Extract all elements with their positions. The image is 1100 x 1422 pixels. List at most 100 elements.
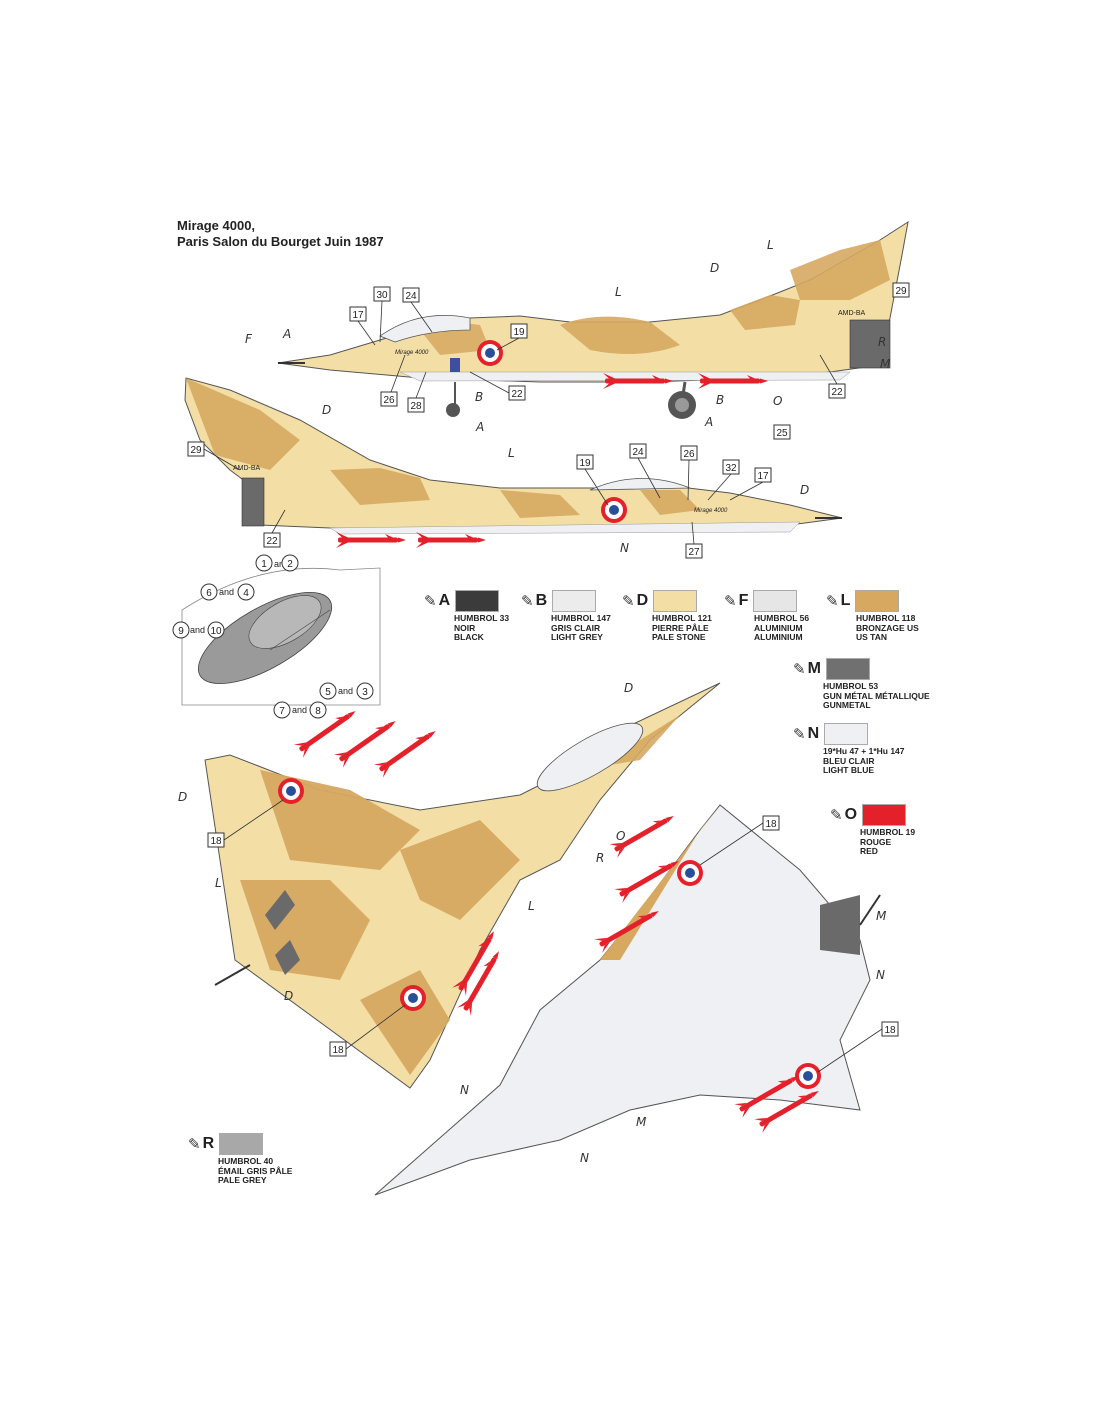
- swatch-box-F: [753, 590, 798, 612]
- callout-numbers: 30 24 17 19 29 26 28 22 22 25 29 24 19 2…: [172, 282, 910, 1057]
- swatch-box-D: [653, 590, 698, 612]
- callout-32: 32: [725, 463, 737, 474]
- callout-10: 10: [210, 626, 222, 637]
- callout-22-a: 22: [511, 389, 523, 400]
- swatch-box-M: [825, 658, 870, 680]
- paint-markers: F A L D L R M B A B A O D L D N D D L L …: [178, 238, 891, 1165]
- title-line-2: Paris Salon du Bourget Juin 1987: [177, 234, 384, 249]
- marker-A-2: A: [475, 420, 484, 434]
- marker-F: F: [245, 332, 253, 346]
- fin-flash-patch: [450, 358, 460, 372]
- marker-M-2: M: [876, 909, 887, 923]
- and-label-5: and: [292, 705, 307, 715]
- roundel-top-left-wing: [278, 778, 304, 804]
- pen-icon: ✎: [521, 592, 534, 610]
- nose-text-right: Mirage 4000: [395, 350, 429, 356]
- callout-22-c: 22: [266, 536, 278, 547]
- bottom-view: [374, 804, 881, 1196]
- callout-22-b: 22: [831, 387, 843, 398]
- marker-N-4: N: [580, 1151, 589, 1165]
- pen-icon: ✎: [826, 592, 839, 610]
- and-label-2: and: [219, 587, 234, 597]
- marker-D-6: D: [284, 989, 293, 1003]
- callout-18-d: 18: [884, 1025, 896, 1036]
- marker-B: B: [475, 390, 483, 404]
- callout-19: 19: [513, 327, 525, 338]
- marker-A: A: [282, 327, 291, 341]
- callout-3: 3: [362, 687, 368, 698]
- marker-D-5: D: [178, 790, 187, 804]
- side-view-right: AMD-BA Mirage 4000: [277, 220, 909, 419]
- callout-17: 17: [352, 310, 364, 321]
- title-line-1: Mirage 4000,: [177, 218, 256, 233]
- marker-N-3: N: [460, 1083, 469, 1097]
- marker-R: R: [878, 335, 886, 349]
- marker-N: N: [620, 541, 629, 555]
- callout-17-b: 17: [757, 471, 769, 482]
- side-view-left: AMD-BA Mirage 4000: [184, 377, 843, 548]
- swatch-box-N: [824, 723, 869, 745]
- callout-4: 4: [243, 588, 249, 599]
- callout-6: 6: [206, 588, 212, 599]
- roundel-bottom-left-wing: [677, 860, 703, 886]
- marker-O-2: O: [616, 829, 625, 843]
- callout-29-b: 29: [190, 445, 202, 456]
- callout-24: 24: [405, 291, 417, 302]
- marker-N-2: N: [876, 968, 885, 982]
- nose-text-left: Mirage 4000: [694, 508, 728, 514]
- swatch-box-B: [552, 590, 597, 612]
- and-label-3: and: [190, 625, 205, 635]
- marker-L-4: L: [215, 876, 222, 890]
- callout-25: 25: [776, 428, 788, 439]
- marker-B-2: B: [716, 393, 724, 407]
- callout-2: 2: [287, 559, 293, 570]
- marker-M: M: [880, 357, 891, 371]
- aircraft-code-right: AMD-BA: [838, 310, 866, 317]
- marker-D-2: D: [322, 403, 331, 417]
- top-view: [204, 682, 721, 1089]
- callout-19-b: 19: [579, 458, 591, 469]
- marker-D-3: D: [800, 483, 809, 497]
- pen-icon: ✎: [830, 806, 843, 824]
- and-label-4: and: [338, 686, 353, 696]
- swatch-box-O: [862, 804, 907, 826]
- marker-O: O: [773, 394, 782, 408]
- roundel-left-side: [601, 497, 627, 523]
- roundel-top-right-wing: [400, 985, 426, 1011]
- pen-icon: ✎: [424, 592, 437, 610]
- marker-L-2: L: [767, 238, 774, 252]
- swatch-box-L: [855, 590, 900, 612]
- marker-D-4: D: [624, 681, 633, 695]
- marker-L-3: L: [508, 446, 515, 460]
- callout-9: 9: [178, 626, 184, 637]
- aircraft-code-left: AMD-BA: [233, 465, 261, 472]
- pen-icon: ✎: [724, 592, 737, 610]
- callout-29: 29: [895, 286, 907, 297]
- callout-26-b: 26: [683, 449, 695, 460]
- marker-D: D: [710, 261, 719, 275]
- pen-icon: ✎: [188, 1135, 201, 1153]
- callout-27: 27: [688, 547, 700, 558]
- leader-lines: [203, 300, 883, 1073]
- callout-30: 30: [376, 290, 388, 301]
- callout-18-c: 18: [765, 819, 777, 830]
- and-label-1: and: [274, 559, 289, 569]
- marker-M-3: M: [636, 1115, 647, 1129]
- swatch-box-R: [219, 1133, 264, 1155]
- roundel-bottom-right-wing: [795, 1063, 821, 1089]
- callout-5: 5: [325, 687, 331, 698]
- callout-8: 8: [315, 706, 321, 717]
- callout-18-b: 18: [332, 1045, 344, 1056]
- fuselage-right: [277, 220, 909, 383]
- callout-26: 26: [383, 395, 395, 406]
- marker-L-5: L: [528, 899, 535, 913]
